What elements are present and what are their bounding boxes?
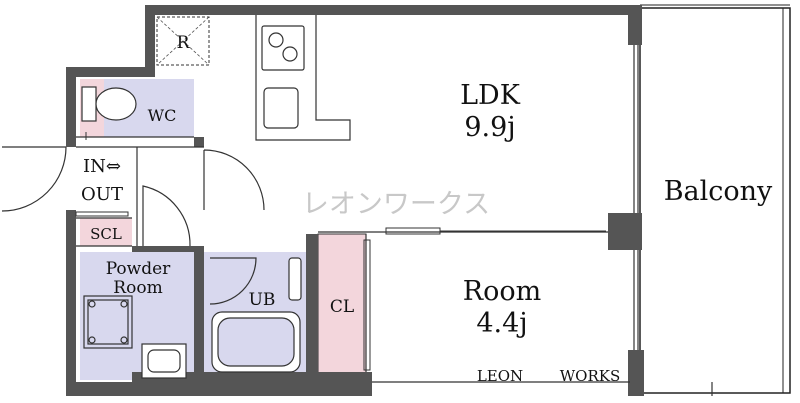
scl-label: SCL <box>90 225 122 243</box>
doors <box>1 146 265 305</box>
kitchen-counter <box>255 15 351 141</box>
wc-label: WC <box>148 106 177 125</box>
bathtub <box>211 257 302 373</box>
watermark: レオンワークス <box>302 189 490 220</box>
closet-label: CL <box>330 297 354 317</box>
room-size: 4.4j <box>476 308 527 339</box>
brand-right: WORKS <box>560 367 621 385</box>
entrance-label-line1: IN⇔ <box>83 156 121 177</box>
powder-room-label-line1: Powder <box>106 259 171 279</box>
fridge-label: R <box>177 33 191 53</box>
entrance-label-line2: OUT <box>81 184 123 205</box>
partitions <box>76 45 713 396</box>
ldk-size: 9.9j <box>464 112 515 143</box>
refrigerator: R <box>156 16 210 66</box>
ub-label: UB <box>249 290 276 310</box>
washer-and-basin <box>83 295 187 379</box>
ldk-label: LDK <box>460 80 521 111</box>
balcony-label: Balcony <box>664 176 773 207</box>
powder-room-label-line2: Room <box>113 278 162 298</box>
room-label: Room <box>463 276 541 307</box>
scl-floor <box>80 218 132 246</box>
brand-left: LEON <box>477 367 523 385</box>
toilet <box>81 86 137 122</box>
walls <box>66 5 644 396</box>
balcony-area <box>639 4 791 394</box>
sliding-doors <box>75 211 606 371</box>
